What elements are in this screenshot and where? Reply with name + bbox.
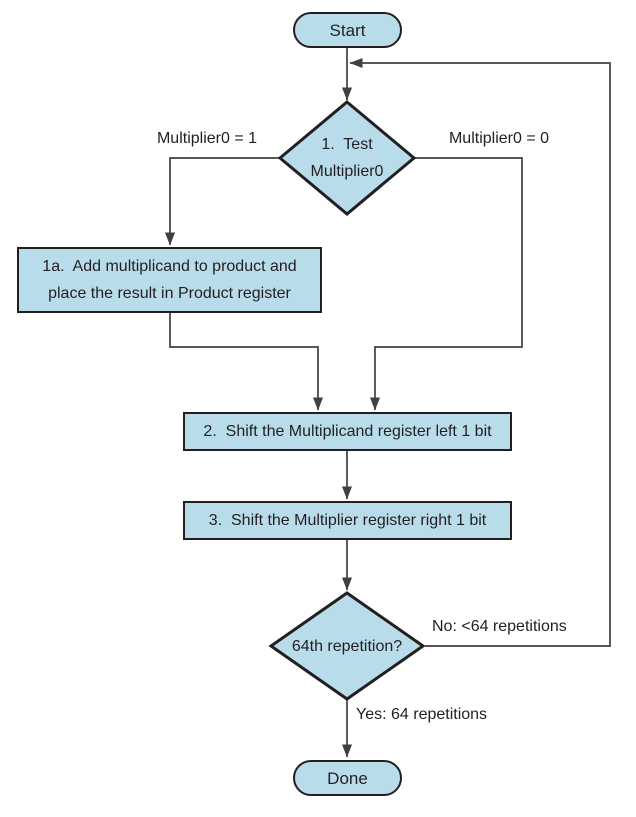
connector-test-to-add — [165, 157, 281, 246]
node-shift-multiplicand-left: 2. Shift the Multiplicand register left … — [183, 412, 512, 451]
connector-test-to-shift-left — [370, 157, 523, 411]
edge-label-no-branch: No: <64 repetitions — [432, 618, 567, 635]
node-start: Start — [293, 12, 402, 48]
node-done: Done — [293, 760, 402, 796]
node-done-label: Done — [327, 768, 368, 788]
node-decision-64th-repetition-label: 64th repetition? — [291, 638, 403, 655]
node-shift-multiplier-right-label: 3. Shift the Multiplier register right 1… — [208, 512, 487, 529]
node-shift-multiplier-right: 3. Shift the Multiplier register right 1… — [183, 501, 512, 540]
node-decision-test-multiplier0: 1. Test Multiplier0 — [277, 99, 417, 217]
node-shift-multiplicand-left-label: 2. Shift the Multiplicand register left … — [203, 423, 492, 440]
diamond-shape — [277, 100, 417, 216]
node-add-multiplicand-label: 1a. Add multiplicand to product and plac… — [42, 258, 297, 302]
node-start-label: Start — [329, 20, 366, 40]
node-decision-test-multiplier0-label: 1. Test Multiplier0 — [310, 136, 384, 180]
connector-no-loop-back — [349, 58, 611, 647]
edge-label-multiplier0-eq-1: Multiplier0 = 1 — [156, 130, 258, 147]
edge-label-multiplier0-eq-0: Multiplier0 = 0 — [448, 130, 550, 147]
connector-add-to-shift-left — [169, 313, 323, 411]
node-add-multiplicand: 1a. Add multiplicand to product and plac… — [17, 247, 322, 313]
diamond-shape — [268, 591, 426, 701]
node-decision-64th-repetition: 64th repetition? — [268, 590, 426, 703]
edge-label-yes-branch: Yes: 64 repetitions — [356, 706, 488, 723]
